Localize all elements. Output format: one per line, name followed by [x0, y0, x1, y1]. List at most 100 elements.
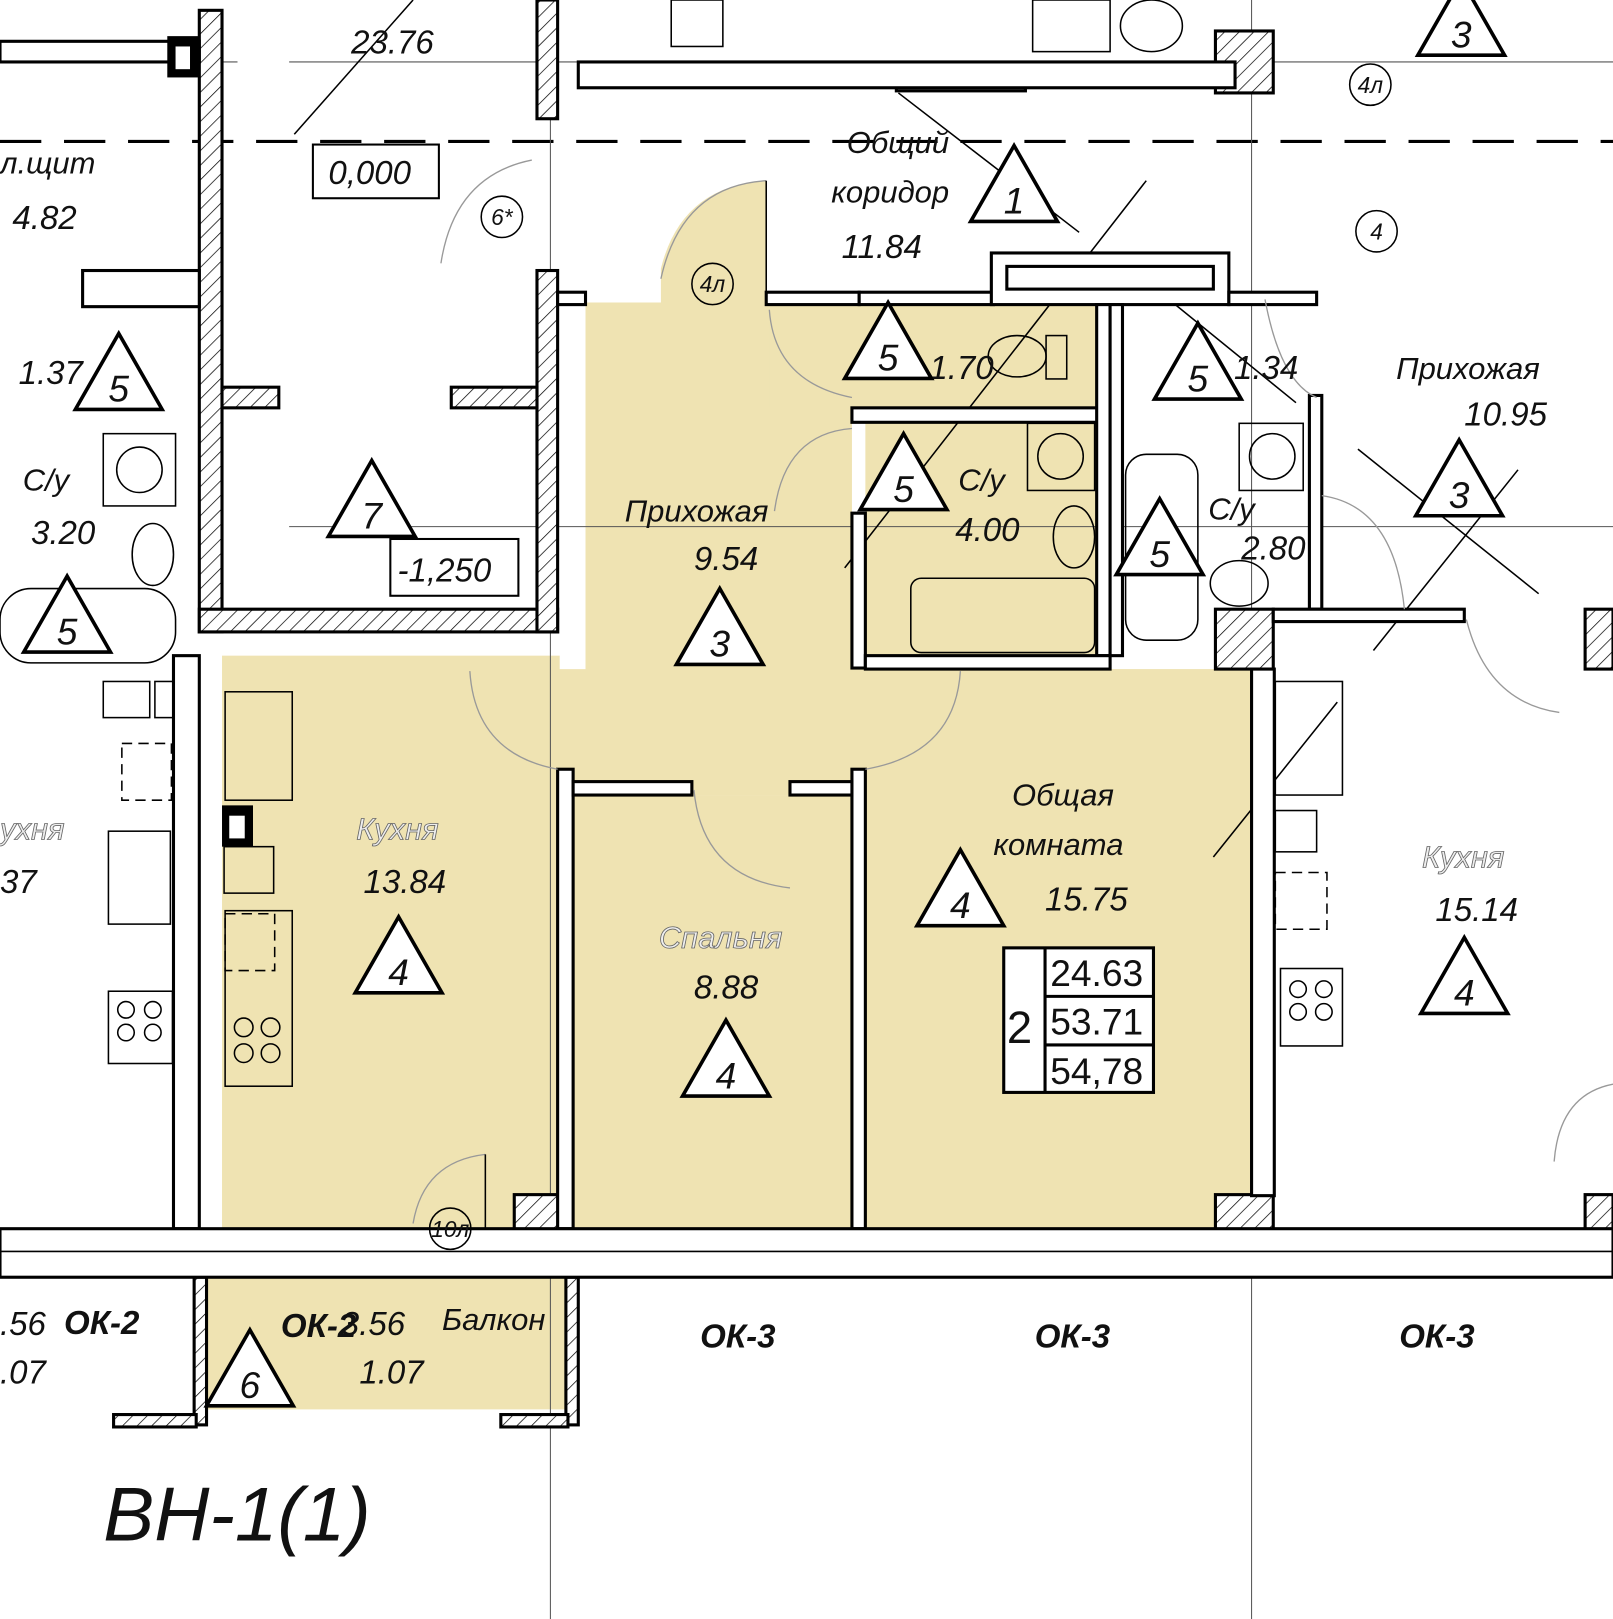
finish-mark: 1: [1004, 180, 1025, 222]
area-label: .56: [0, 1306, 47, 1343]
finish-mark-triangle: [1412, 436, 1506, 518]
area-label: 4.00: [955, 512, 1020, 549]
area-label: 9.54: [694, 541, 758, 578]
area-label: .07: [0, 1355, 48, 1392]
area-label: 10.95: [1464, 396, 1547, 433]
finish-mark: 7: [361, 495, 383, 537]
room-name: Балкон: [442, 1302, 545, 1337]
wc-fill: [769, 304, 1097, 408]
apartment-summary: 2 24.63 53.71 54,78: [1002, 946, 1156, 1094]
door-mark-circle: [1355, 209, 1398, 253]
finish-mark: 6: [240, 1364, 261, 1406]
finish-mark: 5: [1149, 533, 1170, 575]
finish-mark: 5: [893, 468, 914, 510]
door-marks: 6* 4л 4л 4 10л: [428, 63, 1398, 1251]
area-label: 1.37: [19, 355, 85, 392]
finish-mark: 4: [716, 1054, 737, 1096]
finish-mark: 4: [388, 951, 409, 993]
door-mark-circle: [428, 1207, 472, 1251]
room-count: 2: [1007, 1002, 1032, 1053]
door-swings: [412, 159, 1613, 1229]
room-name: коридор: [831, 174, 949, 209]
sheet-mark: ВН-1(1): [103, 1473, 370, 1558]
area-label: 8.88: [694, 969, 759, 1006]
finish-mark: 5: [57, 610, 78, 652]
finish-mark: 3: [1451, 13, 1472, 55]
door-mark: 4л: [1358, 72, 1384, 98]
door-mark: 6*: [491, 204, 514, 230]
room-name: Кухня: [356, 811, 438, 846]
room-name: С/у: [1208, 491, 1257, 526]
bathtub-icon: [910, 577, 1096, 654]
window-mark: ОК-3: [1399, 1318, 1474, 1355]
room-name: ухня: [0, 811, 65, 846]
bathtub-icon: [1124, 453, 1199, 641]
room-name: С/у: [23, 462, 72, 497]
fixtures: [0, 0, 1344, 1087]
room-labels: 23.76 л.щит 4.82 Общий коридор 11.84 1.3…: [0, 25, 1548, 1392]
room-name: Общий: [847, 125, 949, 160]
area-label: 1.07: [359, 1355, 425, 1392]
area-label: 1.70: [929, 350, 994, 387]
room-name: Общая: [1012, 777, 1114, 812]
elevation-storage: -1,250: [398, 552, 492, 589]
area-label: 1.34: [1234, 350, 1298, 387]
bedroom-fill: [573, 795, 855, 1229]
area-label: 15.14: [1435, 892, 1518, 929]
window-mark: ОК-2: [281, 1308, 357, 1345]
area-label: 2.80: [1240, 531, 1306, 568]
finish-mark-triangle: [352, 913, 446, 995]
area-label: 37: [0, 864, 38, 901]
sink-icon: [224, 691, 294, 801]
finish-mark-triangle: [1417, 933, 1511, 1016]
finish-mark-triangle: [967, 141, 1061, 224]
room-name: Прихожая: [1396, 351, 1540, 386]
stove-icon: [1279, 967, 1344, 1047]
finish-marks: 7 5 5 3 5 5 5 5 3 1 3 4 4 4 4 6: [20, 0, 1511, 1408]
basin-icon: [1026, 422, 1096, 492]
window-mark: ОК-3: [1035, 1318, 1110, 1355]
finish-mark: 5: [108, 368, 129, 410]
area-label: 3.56: [341, 1306, 406, 1343]
window-marks: ОК-2 ОК-2 ОК-3 ОК-3 ОК-3: [64, 1305, 1475, 1355]
finish-mark-triangle: [1151, 319, 1245, 401]
room-name: Кухня: [1422, 839, 1504, 874]
door-mark-circle: [691, 262, 734, 306]
area-label: 4.82: [12, 200, 76, 237]
finish-mark: 3: [709, 623, 730, 665]
elevation-top: 0,000: [328, 155, 411, 192]
finish-mark: 5: [878, 337, 899, 379]
area-label: 11.84: [842, 229, 922, 266]
finish-mark-triangle: [913, 846, 1007, 928]
finish-mark: 3: [1449, 474, 1470, 516]
door-mark: 4л: [700, 271, 726, 297]
living-area: 24.63: [1050, 952, 1143, 994]
walls: [0, 0, 1613, 1429]
total-area-with-balcony: 54,78: [1050, 1050, 1143, 1092]
finish-mark-triangle: [673, 584, 767, 667]
room-name: комната: [993, 827, 1123, 862]
window-mark: ОК-2: [64, 1305, 140, 1342]
finish-mark-triangle: [1113, 495, 1207, 577]
door-mark-circle: [1348, 63, 1392, 107]
door-mark: 4: [1370, 219, 1383, 245]
area-label: 15.75: [1045, 882, 1128, 919]
finish-mark-triangle: [679, 1016, 773, 1098]
finish-mark-triangle: [841, 298, 935, 381]
sink-icon: [1052, 505, 1096, 569]
area-label: 13.84: [363, 864, 446, 901]
finish-mark-triangle: [72, 329, 166, 412]
finish-mark-triangle: [325, 456, 419, 539]
finish-mark-triangle: [203, 1326, 297, 1408]
room-name: Прихожая: [625, 493, 769, 528]
room-name: Спальня: [659, 920, 783, 955]
finish-mark: 4: [1454, 972, 1475, 1014]
area-label: 3.20: [31, 515, 96, 552]
total-area: 53.71: [1050, 1001, 1143, 1043]
finish-mark-triangle: [857, 430, 951, 512]
finish-mark: 4: [950, 884, 971, 926]
finish-mark: 5: [1188, 357, 1209, 399]
door-mark-circle: [480, 195, 524, 239]
door-mark: 10л: [431, 1216, 469, 1242]
